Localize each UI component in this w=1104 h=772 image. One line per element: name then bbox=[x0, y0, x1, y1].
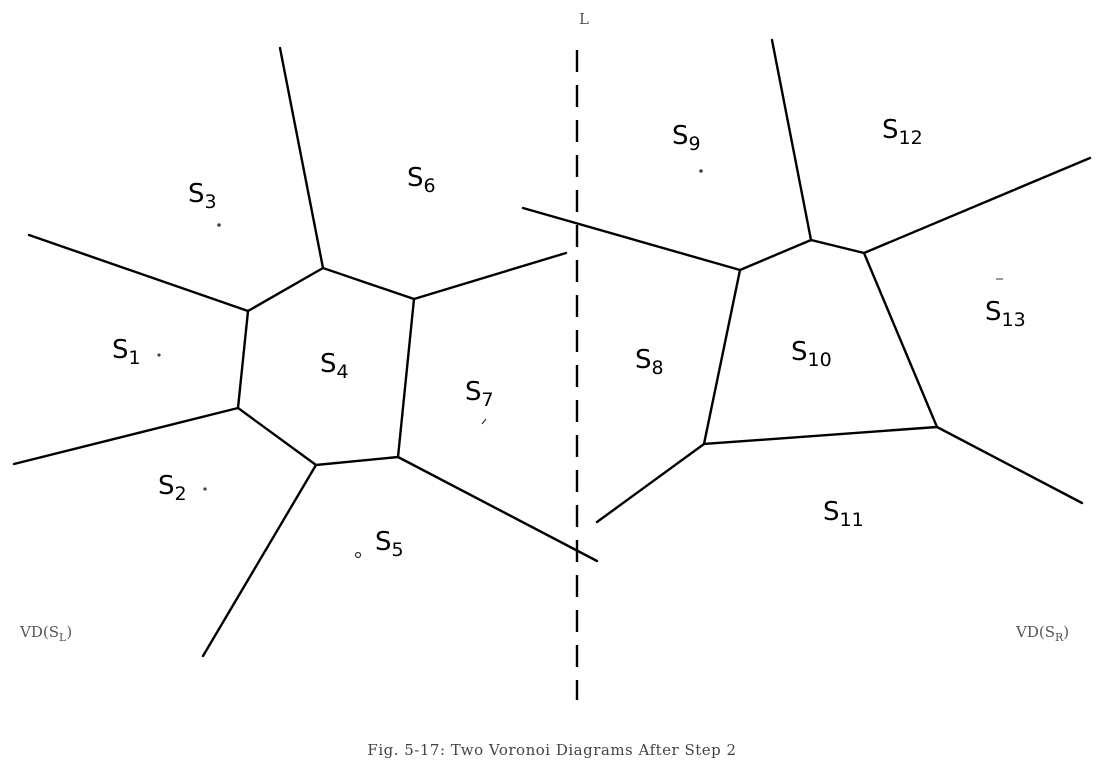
site-label-s11: S11 bbox=[823, 497, 864, 531]
site-label-s3: S3 bbox=[188, 179, 217, 213]
site-label-s12: S12 bbox=[882, 115, 923, 149]
site-point-s1 bbox=[157, 353, 161, 357]
site-point-s3 bbox=[217, 223, 221, 227]
left-diagram-label: VD(SL) bbox=[19, 623, 72, 644]
site-label-s7: S7 bbox=[465, 377, 494, 411]
site-labels: S1 S2 S3 S4 S5 S6 S7 S8 S9 S10 S11 S12 S… bbox=[112, 115, 1026, 561]
site-points bbox=[157, 169, 1003, 559]
edge-s3-s6 bbox=[278, 46, 325, 270]
site-point-s2 bbox=[203, 487, 207, 491]
cell-s10-boundary bbox=[702, 238, 939, 446]
site-label-s8: S8 bbox=[635, 345, 664, 379]
edge-s6-s7 bbox=[412, 251, 568, 301]
site-label-s5: S5 bbox=[375, 527, 404, 561]
dividing-line-label: L bbox=[579, 10, 589, 28]
site-label-s9: S9 bbox=[672, 121, 701, 155]
edge-s9-s12 bbox=[770, 38, 813, 242]
site-point-s9 bbox=[699, 169, 703, 173]
figure-caption: Fig. 5-17: Two Voronoi Diagrams After St… bbox=[367, 741, 736, 759]
right-diagram-label: VD(SR) bbox=[1015, 623, 1069, 644]
edge-s11-s13 bbox=[935, 425, 1084, 505]
site-label-s2: S2 bbox=[158, 471, 187, 505]
edge-s12-s13 bbox=[862, 156, 1092, 255]
site-label-s6: S6 bbox=[407, 163, 436, 197]
site-label-s1: S1 bbox=[112, 335, 141, 369]
site-label-s4: S4 bbox=[320, 349, 349, 383]
site-label-s13: S13 bbox=[985, 297, 1026, 331]
site-point-s7 bbox=[481, 418, 487, 425]
edge-s8-s11 bbox=[595, 442, 706, 524]
edge-s5-s7 bbox=[396, 455, 599, 563]
site-point-s5 bbox=[354, 551, 362, 559]
left-voronoi-diagram bbox=[12, 46, 599, 658]
edge-s1-s3 bbox=[27, 233, 250, 313]
edge-s1-s2 bbox=[12, 406, 240, 466]
edge-s2-s5 bbox=[201, 463, 318, 658]
site-label-s10: S10 bbox=[791, 337, 832, 371]
edge-s8-s9 bbox=[521, 206, 742, 272]
right-voronoi-diagram bbox=[521, 38, 1092, 524]
